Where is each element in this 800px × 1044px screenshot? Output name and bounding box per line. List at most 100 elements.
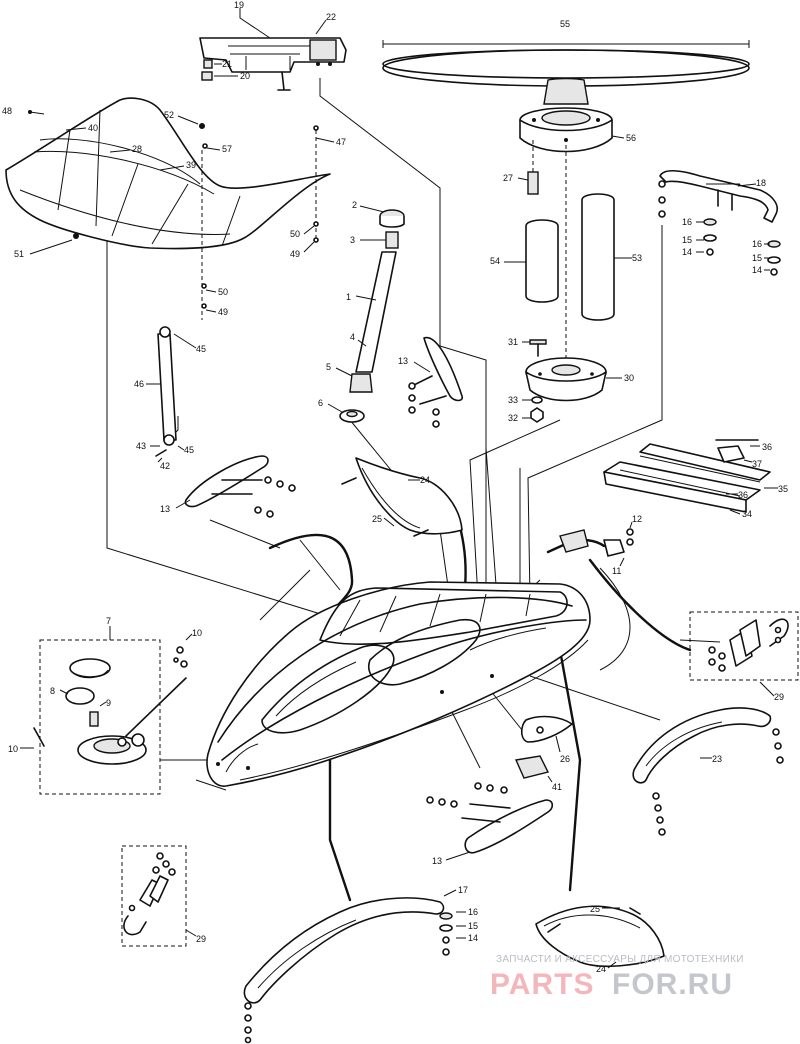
- callout-13a: 13: [398, 356, 408, 366]
- watermark-brand-right: FOR.RU: [612, 968, 733, 1001]
- callout-22: 22: [326, 12, 336, 22]
- callout-50b: 50: [218, 287, 228, 297]
- callout-57: 57: [222, 144, 232, 154]
- part-17-rail: 17 16 15 14: [243, 885, 478, 1044]
- callout-32: 32: [508, 413, 518, 423]
- callout-24b: 24: [596, 964, 606, 974]
- callout-8: 8: [50, 686, 55, 696]
- callout-6: 6: [318, 398, 323, 408]
- callout-40: 40: [88, 123, 98, 133]
- callout-26: 26: [560, 754, 570, 764]
- watermark-tagline: ЗАПЧАСТИ И АКСЕССУАРЫ ДЛЯ МОТОТЕХНИКИ: [496, 954, 744, 965]
- callout-15b: 15: [752, 253, 762, 263]
- part-53-cylinder: 53: [581, 193, 642, 321]
- callout-53: 53: [632, 253, 642, 263]
- part-7-light-kit: 7 8 9 10 10: [8, 616, 202, 795]
- callout-13b: 13: [160, 504, 170, 514]
- callout-3: 3: [350, 235, 355, 245]
- callout-29b: 29: [196, 934, 206, 944]
- part-13-cleat-bottom: 13: [426, 782, 554, 866]
- callout-49a: 49: [290, 249, 300, 259]
- part-29-left: 29: [121, 845, 206, 947]
- callout-50a: 50: [290, 229, 300, 239]
- part-31-33-32-fasteners: 31 33 32: [508, 337, 547, 423]
- callout-56: 56: [626, 133, 636, 143]
- part-small-hardware: 52 57 47 50 49 50 49: [164, 110, 346, 320]
- callout-13c: 13: [432, 856, 442, 866]
- callout-15a: 15: [682, 235, 692, 245]
- callout-39: 39: [186, 160, 196, 170]
- callout-7: 7: [106, 616, 111, 626]
- callout-37: 37: [752, 459, 762, 469]
- callout-31: 31: [508, 337, 518, 347]
- callout-49b: 49: [218, 307, 228, 317]
- callout-34: 34: [742, 509, 752, 519]
- watermark-brand-left: PARTS: [490, 968, 594, 1001]
- callout-52: 52: [164, 110, 174, 120]
- callout-48: 48: [2, 106, 12, 116]
- callout-18: 18: [756, 178, 766, 188]
- part-24-pad: 24 25: [341, 457, 463, 537]
- callout-30: 30: [624, 373, 634, 383]
- part-26-plate: 26: [520, 715, 573, 764]
- callout-36b: 36: [738, 490, 748, 500]
- callout-17: 17: [458, 885, 468, 895]
- part-54-cylinder: 54: [490, 219, 559, 303]
- callout-16a: 16: [682, 217, 692, 227]
- callout-21: 21: [222, 59, 232, 69]
- callout-45: 45: [196, 344, 206, 354]
- callout-11: 11: [612, 566, 621, 576]
- part-34-35-channel: 37 36 36 35 34: [603, 439, 788, 519]
- callout-19: 19: [234, 0, 244, 10]
- callout-35: 35: [778, 484, 788, 494]
- part-55-cover: 55: [382, 19, 750, 87]
- callout-1: 1: [346, 292, 351, 302]
- boat-hull: [206, 581, 591, 787]
- callout-33: 33: [508, 395, 518, 405]
- callout-14b: 14: [752, 265, 762, 275]
- callout-15c: 15: [468, 921, 478, 931]
- callout-16c: 16: [468, 907, 478, 917]
- callout-10a: 10: [8, 744, 18, 754]
- callout-44: 45: [184, 445, 194, 455]
- callout-41: 41: [552, 782, 562, 792]
- callout-4: 4: [350, 332, 355, 342]
- part-windshield: 48 40 28 39 51: [2, 97, 331, 259]
- part-13-cleat-left: 13: [160, 455, 296, 518]
- callout-29a: 29: [774, 692, 784, 702]
- callout-5: 5: [326, 362, 331, 372]
- callout-24a: 24: [420, 475, 430, 485]
- callout-23: 23: [712, 754, 722, 764]
- callout-54: 54: [490, 256, 500, 266]
- callout-12: 12: [632, 514, 642, 524]
- part-46-strut: 45 46 43 45 42: [134, 326, 206, 471]
- part-27-pin: 27: [503, 140, 539, 195]
- callout-9: 9: [106, 698, 111, 708]
- callout-36a: 36: [762, 442, 772, 452]
- callout-10b: 10: [192, 628, 202, 638]
- callout-51: 51: [14, 249, 24, 259]
- part-1-pole: 2 3 1 4 5 6: [318, 200, 405, 423]
- part-13-cleat-top: 13: [398, 336, 464, 428]
- part-19-bracket: 19 22 21 20: [199, 0, 347, 91]
- callout-14a: 14: [682, 247, 692, 257]
- callout-25b: 25: [590, 904, 600, 914]
- part-23-rail: 23: [632, 707, 784, 836]
- part-29-right: 29: [689, 611, 799, 702]
- callout-2: 2: [352, 200, 357, 210]
- callout-16b: 16: [752, 239, 762, 249]
- callout-46: 46: [134, 379, 144, 389]
- callout-20: 20: [240, 71, 250, 81]
- callout-55: 55: [560, 19, 570, 29]
- callout-47: 47: [336, 137, 346, 147]
- part-24-pad-bottom: 25 24: [535, 904, 665, 974]
- callout-27: 27: [503, 173, 513, 183]
- callout-25a: 25: [372, 514, 382, 524]
- part-56-mount: 56: [519, 77, 636, 153]
- part-30-base: 30: [525, 357, 634, 402]
- part-41-decal: 41: [514, 755, 562, 792]
- callout-28: 28: [132, 144, 142, 154]
- callout-14c: 14: [468, 933, 478, 943]
- watermark: ЗАПЧАСТИ И АКСЕССУАРЫ ДЛЯ МОТОТЕХНИКИ PA…: [490, 954, 744, 1001]
